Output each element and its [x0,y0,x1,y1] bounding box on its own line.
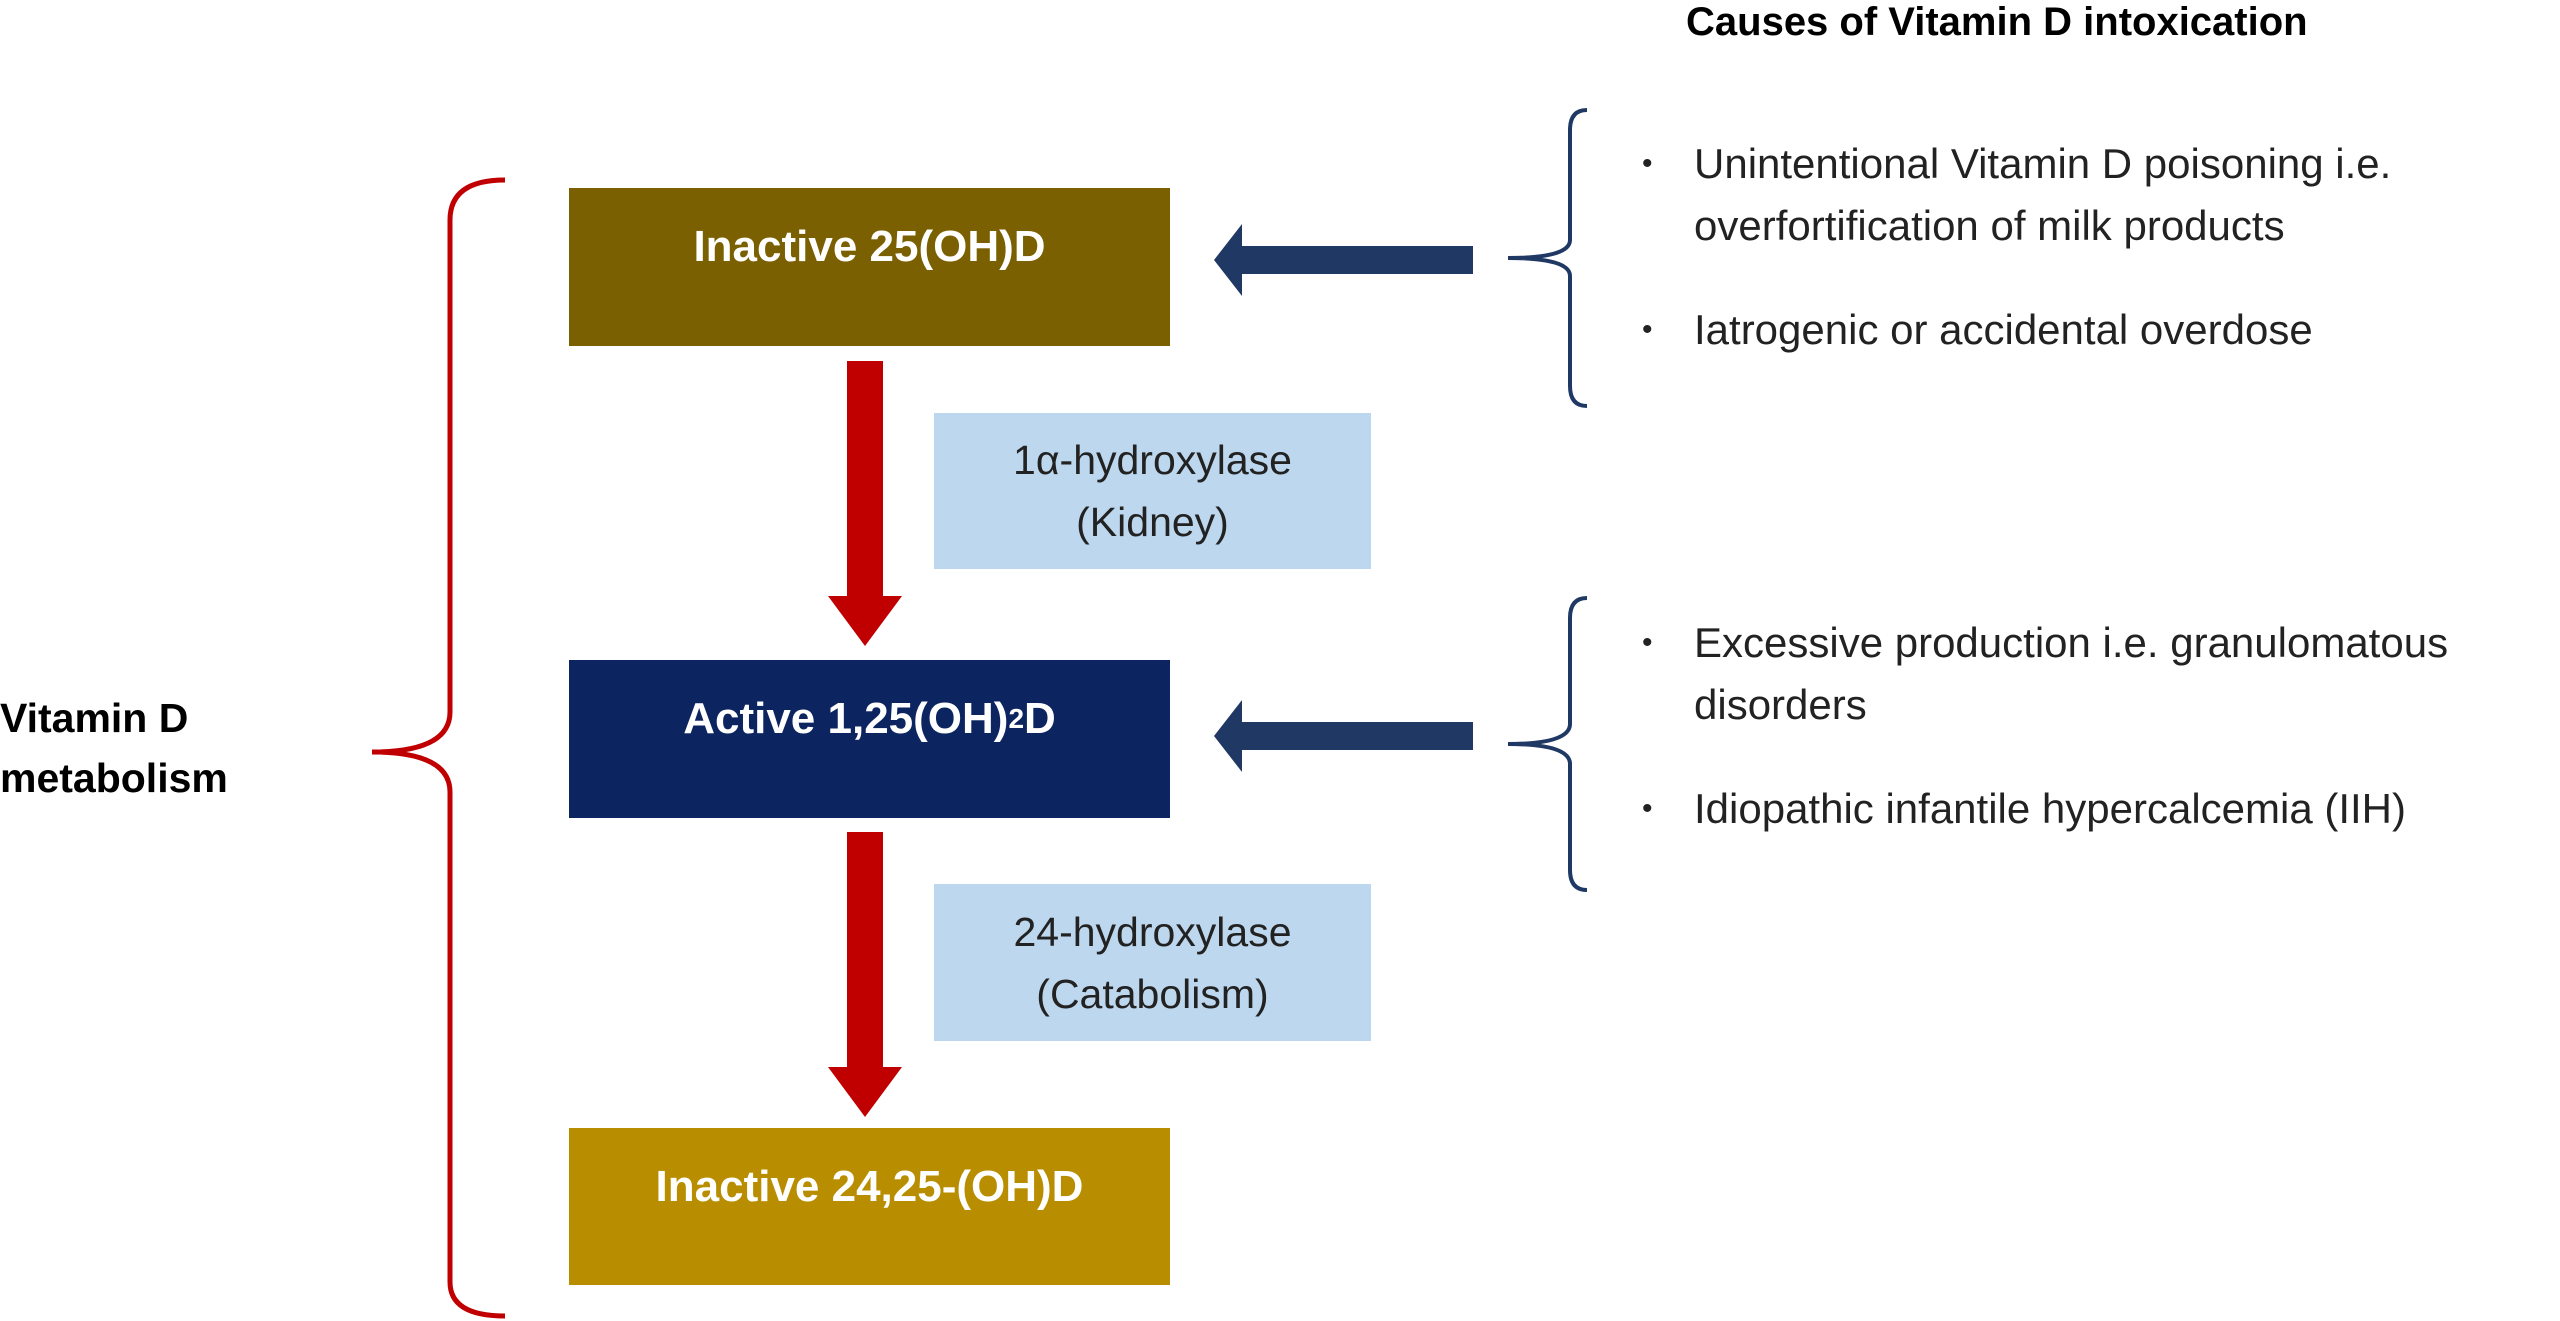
cause-item: • Idiopathic infantile hypercalcemia (II… [1642,778,2554,840]
cause-text: Iatrogenic or accidental overdose [1694,306,2313,353]
enzyme-1a-line1: 1α-hydroxylase [1013,437,1292,483]
cause-list-1: • Unintentional Vitamin D poisoning i.e.… [1642,133,2554,361]
active-label-tail: D [1024,694,1056,743]
enzyme-1a-hydroxylase: 1α-hydroxylase (Kidney) [934,413,1371,569]
metabolism-label: Vitamin D metabolism [0,688,300,808]
cause-text: Excessive production i.e. granulomatous … [1694,619,2449,728]
cause-item: • Unintentional Vitamin D poisoning i.e.… [1642,133,2554,257]
bullet-icon: • [1642,626,1653,659]
cause-text: Unintentional Vitamin D poisoning i.e. o… [1694,140,2392,249]
cause-list-2: • Excessive production i.e. granulomatou… [1642,612,2554,840]
metabolism-label-line1: Vitamin D [0,695,189,741]
cause-bracket-2 [1507,596,1588,892]
enzyme-24-hydroxylase: 24-hydroxylase (Catabolism) [934,884,1371,1041]
arrow-active-to-24 [828,832,902,1117]
cause-item: • Iatrogenic or accidental overdose [1642,299,2554,361]
box-inactive-2425ohd: Inactive 24,25-(OH)D [569,1128,1170,1285]
cause-arrow-1 [1214,224,1473,296]
enzyme-24-line1: 24-hydroxylase [1013,908,1292,955]
box-inactive-25ohd: Inactive 25(OH)D [569,188,1170,346]
diagram-title: Causes of Vitamin D intoxication [1686,0,2308,44]
cause-arrow-2 [1214,700,1473,772]
active-label-subscript: 2 [1008,703,1025,734]
bullet-icon: • [1642,792,1653,825]
enzyme-24-line2: (Catabolism) [1036,970,1269,1017]
bullet-icon: • [1642,313,1653,346]
bullet-icon: • [1642,147,1653,180]
cause-text: Idiopathic infantile hypercalcemia (IIH) [1694,785,2406,832]
cause-bracket-1 [1507,108,1588,408]
arrow-25-to-active [828,361,902,646]
cause-item: • Excessive production i.e. granulomatou… [1642,612,2554,736]
enzyme-1a-line2: (Kidney) [1076,499,1229,545]
metabolism-bracket [371,177,506,1319]
metabolism-label-line2: metabolism [0,755,228,801]
active-label-main: Active 1,25(OH) [683,694,1009,743]
